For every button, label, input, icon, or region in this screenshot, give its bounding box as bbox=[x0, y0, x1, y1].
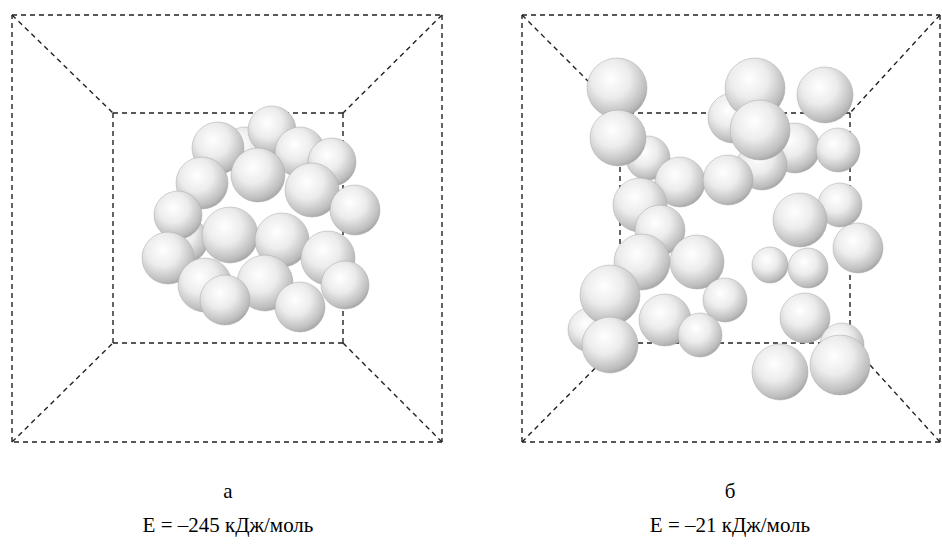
box-edge bbox=[521, 15, 522, 442]
atom-sphere bbox=[810, 335, 870, 395]
atom-sphere bbox=[797, 67, 853, 123]
atom-sphere bbox=[752, 247, 788, 283]
atom-sphere bbox=[773, 193, 827, 247]
box-edge bbox=[441, 15, 442, 442]
atom-sphere bbox=[275, 282, 325, 332]
panel-letter: б bbox=[725, 480, 736, 503]
box-edge bbox=[939, 15, 940, 442]
box-edge bbox=[522, 14, 940, 15]
atom-sphere bbox=[752, 344, 808, 400]
atom-sphere bbox=[330, 185, 380, 235]
box-edge bbox=[522, 441, 940, 442]
box-edge bbox=[113, 112, 343, 113]
box-edge bbox=[12, 441, 442, 442]
atom-sphere bbox=[580, 265, 640, 325]
atom-sphere bbox=[678, 313, 722, 357]
atom-sphere bbox=[816, 128, 860, 172]
atom-sphere bbox=[321, 261, 369, 309]
atom-sphere bbox=[587, 58, 647, 118]
box-edge bbox=[850, 15, 940, 113]
box-edge bbox=[12, 14, 442, 15]
box-edge bbox=[12, 15, 113, 113]
box-edge bbox=[113, 342, 343, 343]
atom-sphere bbox=[590, 110, 646, 166]
atom-sphere bbox=[582, 317, 638, 373]
atom-sphere bbox=[833, 223, 883, 273]
box-edge bbox=[343, 15, 442, 113]
atom-sphere bbox=[703, 155, 753, 205]
box-edge bbox=[112, 113, 113, 343]
atom-sphere bbox=[231, 148, 285, 202]
atom-sphere bbox=[730, 100, 790, 160]
box-edge bbox=[343, 343, 442, 442]
atom-sphere bbox=[202, 207, 258, 263]
energy-label: E = –245 кДж/моль bbox=[143, 514, 314, 537]
box-edge bbox=[12, 343, 113, 442]
atom-sphere bbox=[154, 191, 202, 239]
atom-sphere bbox=[788, 248, 828, 288]
atom-sphere bbox=[200, 275, 250, 325]
energy-label: E = –21 кДж/моль bbox=[650, 514, 810, 537]
panel-letter: а bbox=[223, 480, 232, 503]
box-edge bbox=[11, 15, 12, 442]
